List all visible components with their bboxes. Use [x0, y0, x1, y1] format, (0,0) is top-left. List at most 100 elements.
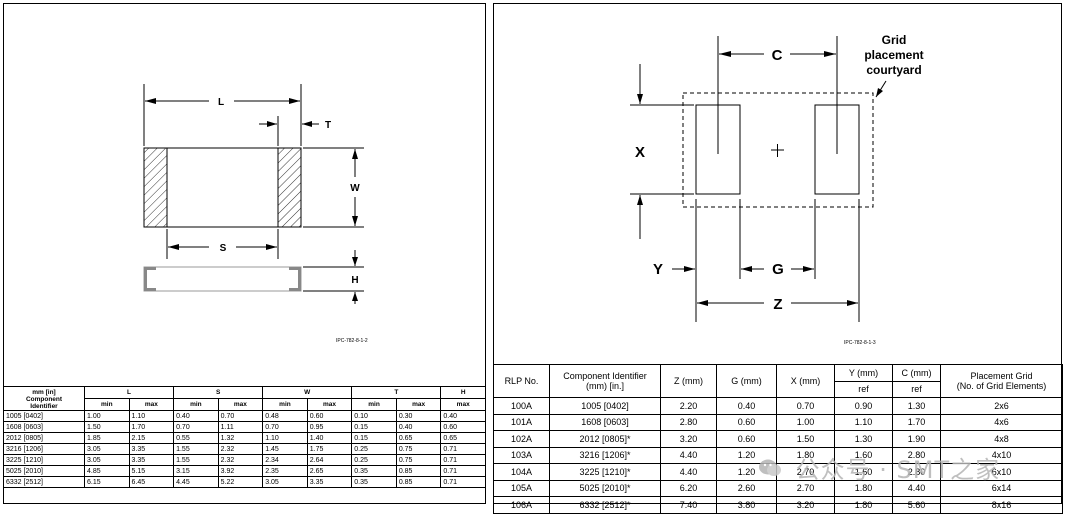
value-cell: 3.20 — [776, 496, 835, 514]
dimension-cell: 0.95 — [306, 421, 353, 433]
header-group-L: L — [83, 386, 175, 399]
value-cell: 4x6 — [940, 413, 1063, 431]
value-cell: 0.60 — [716, 413, 777, 431]
dimension-cell: 4.85 — [84, 465, 130, 477]
header-g: G (mm) — [716, 364, 777, 398]
dimension-cell: 0.85 — [395, 476, 442, 488]
component-identifier-cell: 1005 [0402] — [3, 410, 85, 422]
value-cell: 1.30 — [834, 430, 893, 448]
dimension-cell: 1.85 — [84, 432, 130, 444]
value-cell: 4x8 — [940, 430, 1063, 448]
component-identifier-cell: 1005 [0402] — [549, 397, 661, 415]
courtyard-label-line2: placement — [864, 48, 923, 62]
dimension-cell: 0.60 — [440, 421, 486, 433]
dimension-cell: 1.32 — [217, 432, 264, 444]
dimension-cell: 2.34 — [262, 454, 308, 466]
value-cell: 4.40 — [660, 446, 717, 464]
header-c: C (mm) — [892, 364, 941, 382]
dimension-cell: 3.35 — [128, 443, 175, 455]
dimension-cell: 3.35 — [306, 476, 353, 488]
dimension-cell: 3.35 — [128, 454, 175, 466]
header-y: Y (mm) — [834, 364, 893, 382]
value-cell: 2.20 — [660, 397, 717, 415]
subheader-3: max — [217, 398, 264, 411]
dimension-cell: 1.75 — [306, 443, 353, 455]
dimension-cell: 6.15 — [84, 476, 130, 488]
value-cell: 2x6 — [940, 397, 1063, 415]
dimension-cell: 2.32 — [217, 454, 264, 466]
subheader-4: min — [262, 398, 308, 411]
dimension-cell: 5.22 — [217, 476, 264, 488]
rlp-number-cell: 104A — [493, 463, 550, 481]
header-z: Z (mm) — [660, 364, 717, 398]
dimension-cell: 0.40 — [395, 421, 442, 433]
dimension-cell: 1.55 — [173, 454, 219, 466]
component-identifier-cell: 3216 [1206] — [3, 443, 85, 455]
dimension-cell: 3.15 — [173, 465, 219, 477]
dimension-cell: 0.15 — [351, 432, 397, 444]
value-cell: 1.10 — [834, 413, 893, 431]
rlp-number-cell: 105A — [493, 479, 550, 497]
dimension-cell: 0.70 — [217, 410, 264, 422]
header-group-H: H — [440, 386, 486, 399]
dimension-cell: 0.71 — [440, 454, 486, 466]
right-terminal — [277, 147, 302, 228]
subheader-5: max — [306, 398, 353, 411]
dimension-cell: 1.10 — [262, 432, 308, 444]
dim-label-L: L — [218, 97, 224, 108]
dimension-cell: 1.40 — [306, 432, 353, 444]
component-identifier-cell: 1608 [0603] — [3, 421, 85, 433]
dimension-cell: 2.35 — [262, 465, 308, 477]
header-placement-grid: Placement Grid (No. of Grid Elements) — [940, 364, 1063, 398]
component-dimension-panel: L T W S H IPC-782-8-1-2 — [3, 3, 486, 504]
component-dimension-table: mm [in] Component Identifier L S W T H m… — [3, 386, 486, 488]
wechat-icon — [759, 459, 781, 476]
land-pattern-figure: C Grid placement courtyard X Y G — [630, 33, 924, 322]
dimension-cell: 1.70 — [128, 421, 175, 433]
rlp-number-cell: 102A — [493, 430, 550, 448]
dim-label-G: G — [772, 261, 784, 278]
dimension-cell: 0.70 — [262, 421, 308, 433]
land-pattern-panel: C Grid placement courtyard X Y G — [493, 3, 1063, 514]
dim-label-W: W — [350, 183, 360, 194]
dimension-cell: 2.65 — [306, 465, 353, 477]
header-y-ref: ref — [834, 380, 893, 398]
component-identifier-cell: 6332 [2512]* — [549, 496, 661, 514]
value-cell: 1.70 — [892, 413, 941, 431]
dimension-cell: 6.45 — [128, 476, 175, 488]
rlp-number-cell: 106A — [493, 496, 550, 514]
rlp-number-cell: 100A — [493, 397, 550, 415]
header-component-identifier: mm [in] Component Identifier — [3, 386, 85, 411]
component-identifier-cell: 2012 [0805] — [3, 432, 85, 444]
header-rlp-no: RLP No. — [493, 364, 550, 398]
dimension-cell: 0.35 — [351, 465, 397, 477]
courtyard-label-line1: Grid — [882, 33, 907, 47]
dimension-cell: 4.45 — [173, 476, 219, 488]
value-cell: 2.80 — [660, 413, 717, 431]
watermark-text: 公众号 · SMT之家 — [795, 456, 1001, 484]
figure-ref-right: IPC-782-8-1-3 — [844, 340, 876, 346]
dimension-cell: 0.75 — [395, 454, 442, 466]
value-cell: 1.30 — [892, 397, 941, 415]
dim-label-C: C — [772, 47, 783, 64]
subheader-0: min — [84, 398, 130, 411]
courtyard-label-line3: courtyard — [866, 63, 921, 77]
dimension-cell: 0.71 — [440, 476, 486, 488]
value-cell: 7.40 — [660, 496, 717, 514]
dim-label-H: H — [351, 275, 358, 286]
value-cell: 3.20 — [660, 430, 717, 448]
subheader-8: max — [440, 398, 486, 411]
dim-label-Y: Y — [653, 261, 663, 278]
subheader-7: max — [395, 398, 442, 411]
left-terminal — [143, 147, 168, 228]
component-identifier-cell: 2012 [0805]* — [549, 430, 661, 448]
component-identifier-cell: 3216 [1206]* — [549, 446, 661, 464]
